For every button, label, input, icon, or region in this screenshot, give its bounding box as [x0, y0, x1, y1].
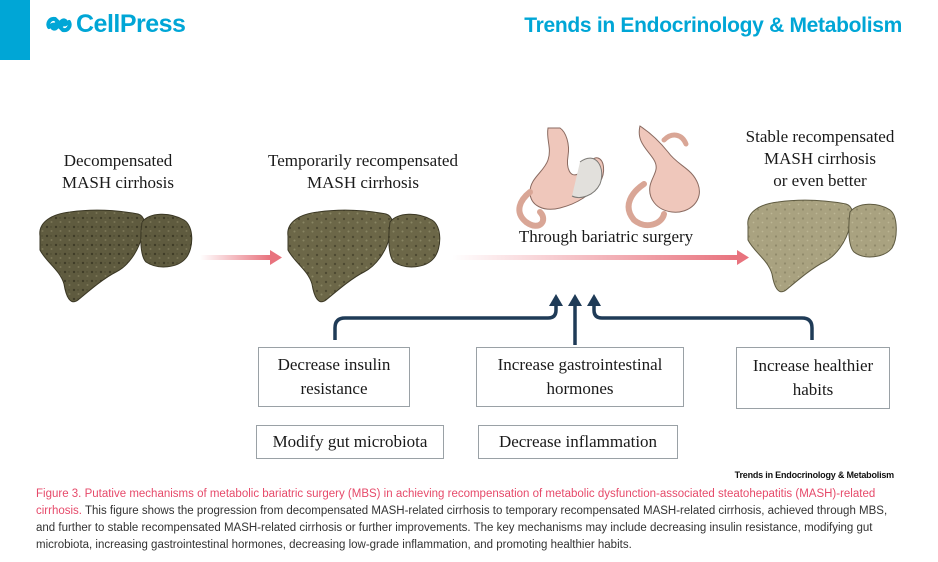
progression-arrow-1 [200, 250, 282, 265]
arrow-heads [549, 294, 601, 306]
stage-label-temporary: Temporarily recompensated MASH cirrhosis [248, 150, 478, 194]
mechanism-box-insulin: Decrease insulin resistance [258, 347, 410, 407]
accent-bar [0, 0, 30, 60]
stage-label-line: MASH cirrhosis [62, 173, 174, 192]
stomach-bypass-icon [625, 125, 700, 229]
progression-arrow-2 [452, 250, 749, 265]
journal-title: Trends in Endocrinology & Metabolism [524, 14, 902, 37]
mechanism-text: Decrease insulin [277, 355, 391, 374]
mechanism-arrows [333, 306, 814, 345]
figure-credit: Trends in Endocrinology & Metabolism [734, 470, 895, 480]
mechanism-box-inflammation: Decrease inflammation [478, 425, 678, 459]
arrow-icon [587, 294, 601, 306]
mechanism-text: Increase gastrointestinal [497, 355, 663, 374]
surgery-label: Through bariatric surgery [518, 227, 694, 246]
arrow-icon [549, 294, 563, 306]
logo-text: CellPress [76, 10, 186, 38]
mechanism-text: Decrease inflammation [498, 432, 658, 451]
mechanism-box-hormones: Increase gastrointestinal hormones [476, 347, 684, 407]
stage-label-line: or even better [773, 171, 867, 190]
mechanism-box-habits: Increase healthier habits [736, 347, 890, 409]
mechanism-text: resistance [300, 379, 368, 398]
mechanism-text: hormones [546, 379, 614, 398]
liver-icon [39, 209, 193, 303]
figure-caption: Figure 3. Putative mechanisms of metabol… [36, 486, 904, 554]
stage-label-line: MASH cirrhosis [307, 173, 419, 192]
caption-title: Figure 3. Putative mechanisms of metabol… [36, 488, 876, 517]
cellpress-logo: CellPress [46, 10, 186, 39]
liver-icon [287, 209, 441, 303]
stage-label-decompensated: Decompensated MASH cirrhosis [40, 150, 196, 194]
mechanism-text: Increase healthier [752, 356, 874, 375]
stage-label-line: Decompensated [63, 151, 173, 170]
mechanism-box-microbiota: Modify gut microbiota [256, 425, 444, 459]
stage-label-line: MASH cirrhosis [764, 149, 876, 168]
mechanism-text: habits [792, 380, 834, 399]
figure: Decompensated MASH cirrhosis Temporarily… [39, 125, 920, 459]
mechanism-text: Modify gut microbiota [272, 432, 428, 451]
figure-graphics [39, 125, 897, 345]
stage-label-stable: Stable recompensated MASH cirrhosis or e… [720, 126, 920, 192]
caption-body: This figure shows the progression from d… [36, 505, 888, 551]
liver-icon [747, 199, 897, 293]
arrow-icon [568, 294, 582, 306]
stage-label-line: Temporarily recompensated [268, 151, 458, 170]
stage-label-line: Stable recompensated [745, 127, 895, 146]
cellpress-logo-icon [46, 16, 72, 32]
stomach-sleeve-icon [516, 127, 605, 229]
